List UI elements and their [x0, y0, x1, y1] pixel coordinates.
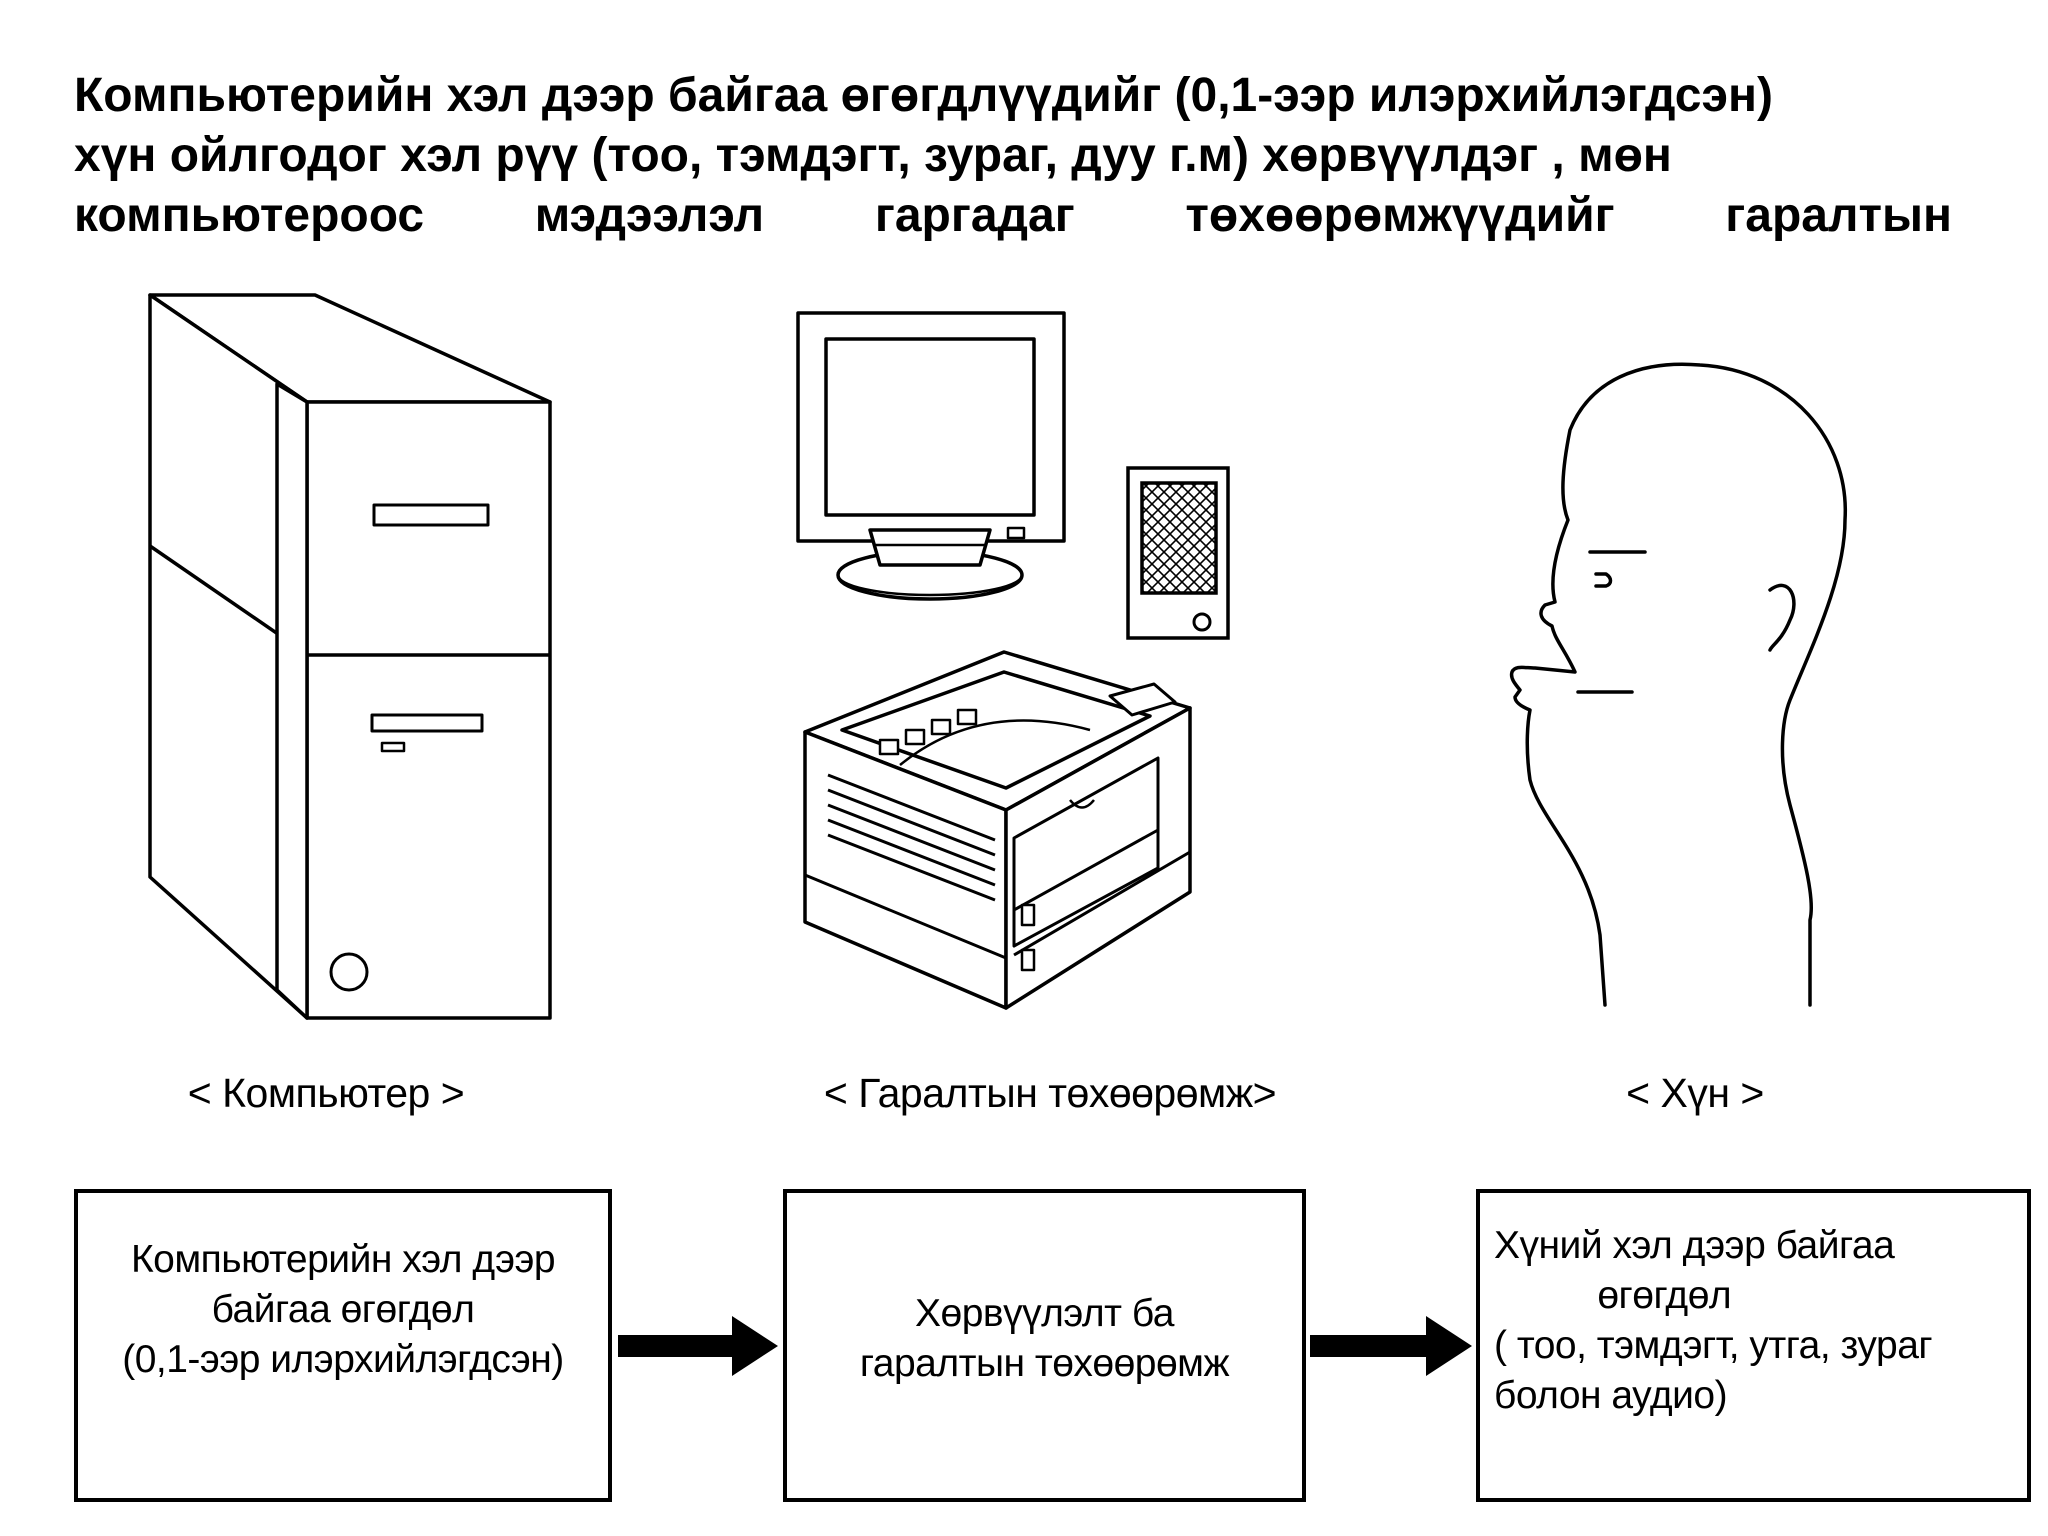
- box-line: Хөрвүүлэлт ба: [915, 1292, 1175, 1335]
- heading-word: гаралтын: [1725, 189, 1952, 242]
- heading-line-1: Компьютерийн хэл дээр байгаа өгөгдлүүдий…: [74, 69, 1773, 122]
- box-line: байгаа өгөгдөл: [211, 1288, 475, 1331]
- heading-word: компьютероос: [74, 189, 425, 242]
- box-line: болон аудио): [1494, 1374, 1728, 1417]
- computer-tower-icon: [148, 293, 552, 1020]
- mobile-device-icon: [1126, 466, 1230, 640]
- monitor-icon: [796, 311, 1066, 601]
- heading-line-2: хүн ойлгодог хэл рүү (тоо, тэмдэгт, зура…: [74, 129, 1672, 182]
- caption-computer: < Компьютер >: [187, 1070, 465, 1116]
- printer-icon: [803, 650, 1192, 1010]
- arrow-icon: [618, 1316, 778, 1376]
- box-line: Компьютерийн хэл дээр: [130, 1238, 556, 1281]
- caption-human: < Хүн >: [1626, 1070, 1764, 1116]
- box-line: ( тоо, тэмдэгт, утга, зураг: [1494, 1324, 1933, 1367]
- heading-word: төхөөрөмжүүдийг: [1185, 189, 1615, 242]
- box-line: өгөгдөл: [1494, 1274, 1732, 1317]
- arrow-icon: [1310, 1316, 1472, 1376]
- computer-data-box: Компьютерийн хэл дээр байгаа өгөгдөл (0,…: [74, 1189, 612, 1502]
- heading-word: мэдээлэл: [534, 189, 765, 242]
- conversion-box: Хөрвүүлэлт ба гаралтын төхөөрөмж: [783, 1189, 1306, 1502]
- heading-word: гаргадаг: [874, 189, 1075, 242]
- box-line: Хүний хэл дээр байгаа: [1494, 1224, 1895, 1267]
- heading-line-3: компьютероос мэдээлэл гаргадаг төхөөрөмж…: [74, 186, 1952, 246]
- heading-text: Компьютерийн хэл дээр байгаа өгөгдлүүдий…: [74, 66, 1952, 246]
- human-head-icon: [1509, 362, 1847, 1007]
- human-data-box: Хүний хэл дээр байгаа өгөгдөл ( тоо, тэм…: [1476, 1189, 2031, 1502]
- box-line: гаралтын төхөөрөмж: [859, 1342, 1230, 1385]
- caption-output-device: < Гаралтын төхөөрөмж>: [823, 1070, 1277, 1116]
- box-line: (0,1-ээр илэрхийлэгдсэн): [122, 1338, 564, 1381]
